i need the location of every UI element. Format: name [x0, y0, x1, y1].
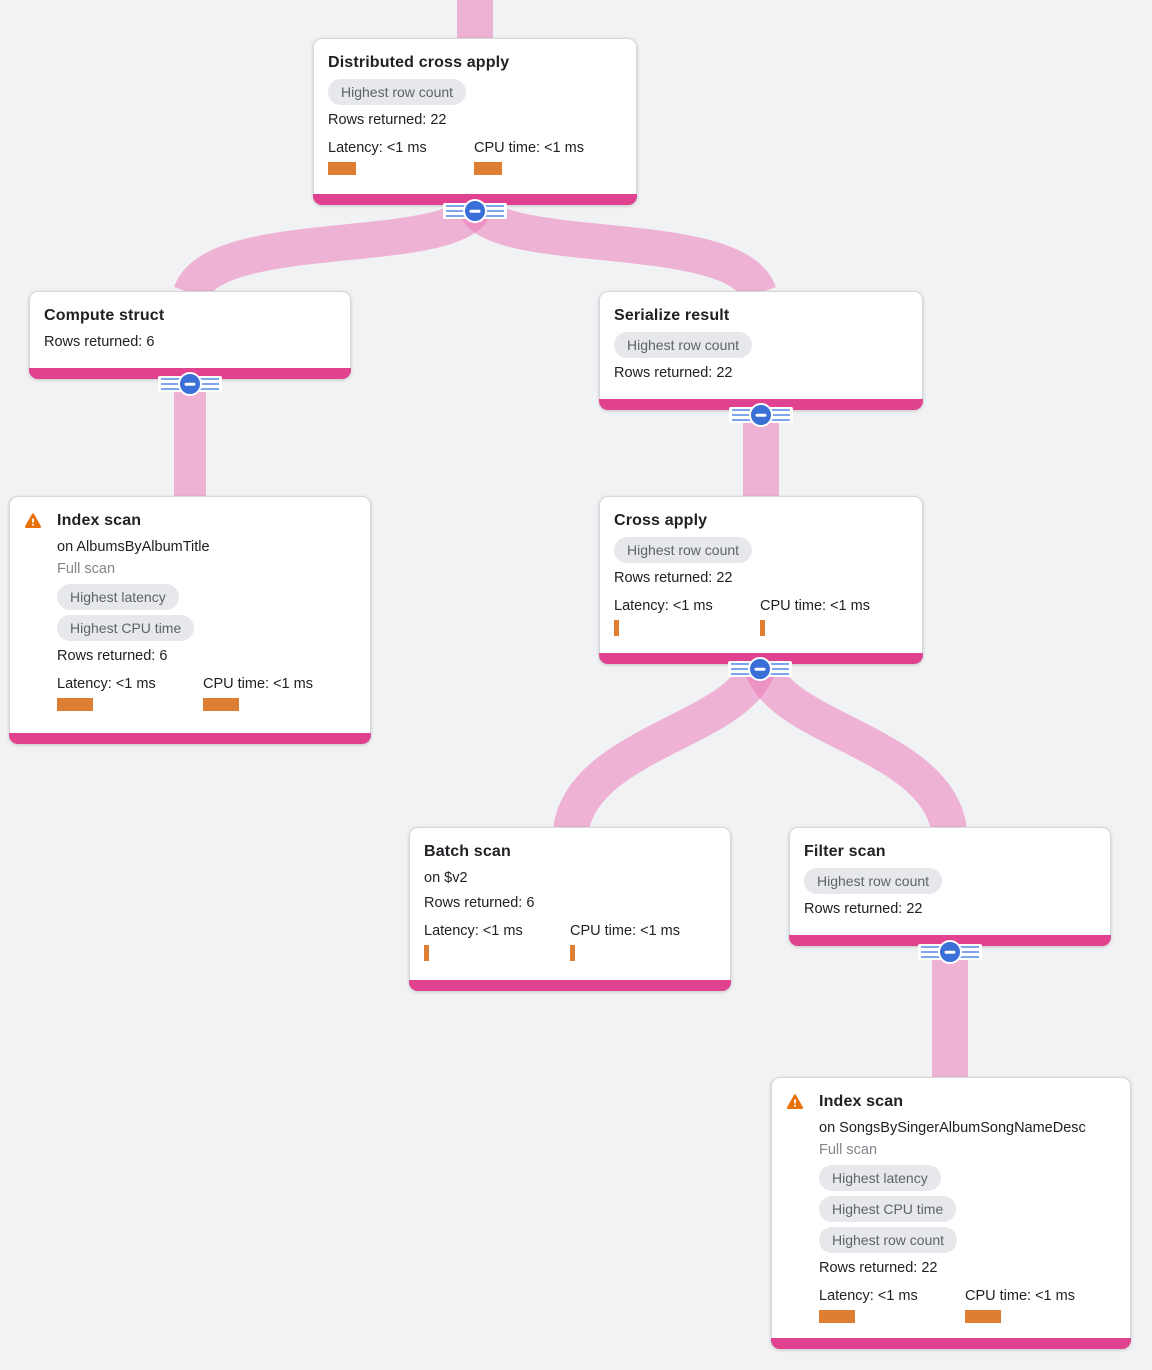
node-title: Index scan [819, 1093, 904, 1110]
node-subtitle: on $v2 [424, 870, 468, 886]
plan-node-distributed-cross-apply[interactable]: Distributed cross apply Highest row coun… [313, 38, 637, 205]
plan-node-compute-struct[interactable]: Compute struct Rows returned: 6 [29, 291, 351, 379]
rows-returned: Rows returned: 6 [44, 334, 155, 350]
collapse-stripes-right [770, 409, 790, 421]
collapse-stripes-right [769, 663, 789, 675]
minus-icon[interactable] [463, 199, 487, 223]
collapse-stripes-right [199, 378, 219, 390]
badge-highest-row-count: Highest row count [819, 1227, 958, 1253]
minus-icon[interactable] [178, 372, 202, 396]
latency-metric: Latency: <1 ms [328, 139, 474, 175]
rows-returned: Rows returned: 22 [819, 1260, 938, 1276]
cpu-metric: CPU time: <1 ms [965, 1287, 1111, 1323]
latency-metric: Latency: <1 ms [57, 675, 203, 711]
badge-highest-cpu-time: Highest CPU time [819, 1196, 957, 1222]
minus-icon[interactable] [748, 657, 772, 681]
badge-highest-row-count: Highest row count [804, 868, 943, 894]
row-count-accent-bar [409, 980, 731, 991]
badge-highest-cpu-time: Highest CPU time [57, 615, 195, 641]
plan-node-serialize-result[interactable]: Serialize result Highest row count Rows … [599, 291, 923, 410]
edge-cross-apply-to-filter-scan [742, 655, 967, 834]
cpu-bar [474, 162, 502, 175]
full-scan-note: Full scan [819, 1142, 878, 1158]
cpu-bar [570, 945, 575, 961]
collapse-stripes-left [446, 205, 466, 217]
node-subtitle: on SongsBySingerAlbumSongNameDesc [819, 1120, 1086, 1136]
badge-highest-row-count: Highest row count [614, 537, 753, 563]
node-title: Distributed cross apply [328, 54, 510, 71]
edge-dca-to-compute-struct [174, 196, 492, 302]
cpu-metric: CPU time: <1 ms [474, 139, 620, 175]
cpu-metric: CPU time: <1 ms [203, 675, 349, 711]
full-scan-note: Full scan [57, 561, 116, 577]
cpu-metric: CPU time: <1 ms [570, 922, 716, 961]
rows-returned: Rows returned: 22 [614, 570, 733, 586]
cpu-metric: CPU time: <1 ms [760, 597, 906, 636]
badge-highest-latency: Highest latency [819, 1165, 941, 1191]
node-title: Index scan [57, 512, 142, 529]
rows-returned: Rows returned: 6 [57, 648, 168, 664]
badge-highest-row-count: Highest row count [614, 332, 753, 358]
cpu-bar [760, 620, 765, 636]
node-title: Filter scan [804, 843, 886, 860]
collapse-button-filter-scan[interactable] [918, 940, 982, 964]
cpu-bar [203, 698, 239, 711]
node-title: Compute struct [44, 307, 165, 324]
warning-icon [786, 1093, 804, 1111]
collapse-stripes-right [959, 946, 979, 958]
latency-bar [614, 620, 619, 636]
node-title: Cross apply [614, 512, 708, 529]
node-title: Serialize result [614, 307, 730, 324]
rows-returned: Rows returned: 22 [614, 365, 733, 381]
latency-metric: Latency: <1 ms [819, 1287, 965, 1323]
rows-returned: Rows returned: 6 [424, 895, 535, 911]
row-count-accent-bar [9, 733, 371, 744]
row-count-accent-bar [771, 1338, 1131, 1349]
collapse-button-cross-apply[interactable] [728, 657, 792, 681]
latency-bar [819, 1310, 855, 1323]
collapse-button-compute-struct[interactable] [158, 372, 222, 396]
plan-node-cross-apply[interactable]: Cross apply Highest row count Rows retur… [599, 496, 923, 664]
badge-highest-row-count: Highest row count [328, 79, 467, 105]
warning-icon [24, 512, 42, 530]
minus-icon[interactable] [749, 403, 773, 427]
cpu-bar [965, 1310, 1001, 1323]
collapse-stripes-left [731, 663, 751, 675]
plan-node-index-scan-songs[interactable]: Index scan on SongsBySingerAlbumSongName… [771, 1077, 1131, 1349]
minus-icon[interactable] [938, 940, 962, 964]
rows-returned: Rows returned: 22 [328, 112, 447, 128]
collapse-stripes-left [161, 378, 181, 390]
plan-node-batch-scan[interactable]: Batch scan on $v2 Rows returned: 6 Laten… [409, 827, 731, 991]
plan-node-index-scan-albums[interactable]: Index scan on AlbumsByAlbumTitle Full sc… [9, 496, 371, 744]
collapse-button-serialize-result[interactable] [729, 403, 793, 427]
latency-metric: Latency: <1 ms [614, 597, 760, 636]
edge-dca-to-serialize-result [458, 196, 776, 302]
latency-bar [328, 162, 356, 175]
collapse-stripes-left [732, 409, 752, 421]
collapse-button-distributed-cross-apply[interactable] [443, 199, 507, 223]
collapse-stripes-right [484, 205, 504, 217]
latency-metric: Latency: <1 ms [424, 922, 570, 961]
collapse-stripes-left [921, 946, 941, 958]
latency-bar [424, 945, 429, 961]
plan-node-filter-scan[interactable]: Filter scan Highest row count Rows retur… [789, 827, 1111, 946]
badge-highest-latency: Highest latency [57, 584, 179, 610]
node-subtitle: on AlbumsByAlbumTitle [57, 539, 210, 555]
edge-cross-apply-to-batch-scan [553, 655, 778, 834]
rows-returned: Rows returned: 22 [804, 901, 923, 917]
node-title: Batch scan [424, 843, 511, 860]
latency-bar [57, 698, 93, 711]
